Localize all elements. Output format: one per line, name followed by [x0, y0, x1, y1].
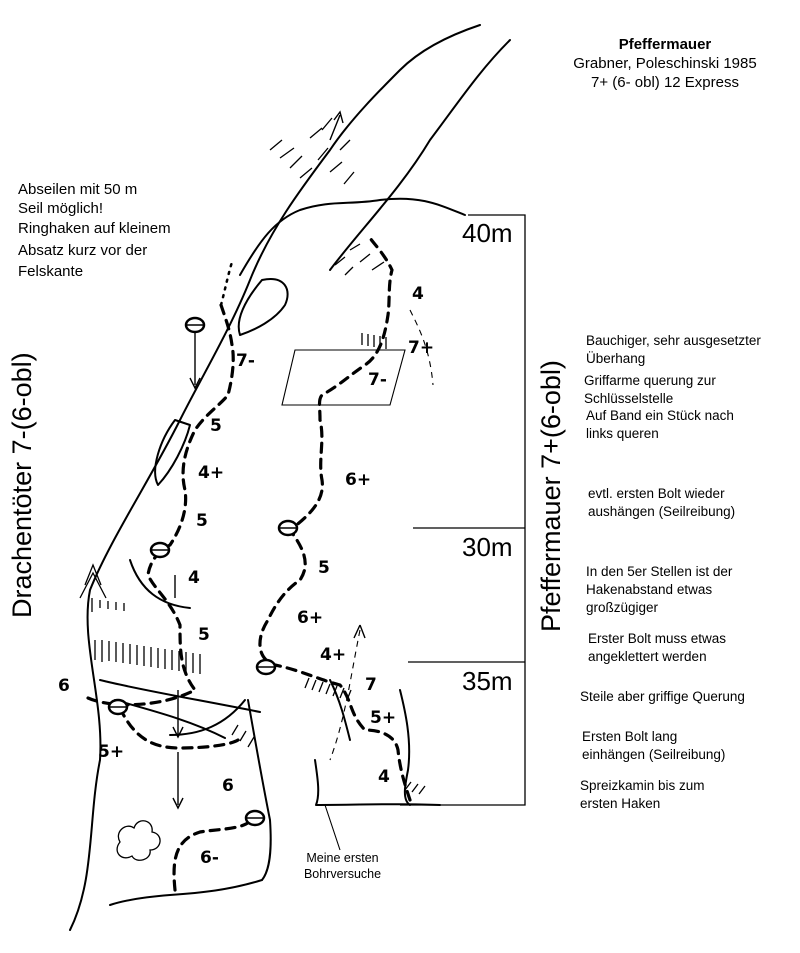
- grade-label: 4: [412, 284, 424, 304]
- grade-label: 6-: [200, 848, 219, 868]
- grade-label: 4+: [198, 463, 224, 483]
- grade-label: 7-: [236, 351, 255, 371]
- route-note-9a: Spreizkamin bis zum: [580, 777, 705, 794]
- rappel-note-line-4: Absatz kurz vor der: [18, 241, 147, 260]
- grade-label: 5: [196, 511, 208, 531]
- grade-label: 7-: [368, 370, 387, 390]
- grade-label: 6+: [345, 470, 371, 490]
- rappel-note-line-1: Abseilen mit 50 m: [18, 180, 137, 199]
- grade-label: 4: [188, 568, 200, 588]
- route-note-5c: großzügiger: [586, 599, 658, 616]
- distance-30m: 30m: [462, 532, 513, 563]
- distance-40m: 40m: [462, 218, 513, 249]
- grade-label: 5: [210, 416, 222, 436]
- grade-label: 5+: [370, 708, 396, 728]
- route-note-6b: angeklettert werden: [588, 648, 707, 665]
- route-note-6a: Erster Bolt muss etwas: [588, 630, 726, 647]
- first-ascent: Grabner, Poleschinski 1985: [520, 55, 800, 72]
- route-drachentoeter-dotted: [221, 262, 232, 305]
- route-note-7: Steile aber griffige Querung: [580, 688, 745, 705]
- rock-outline: [70, 25, 510, 930]
- caption-pointer: [325, 805, 340, 850]
- route-note-5a: In den 5er Stellen ist der: [586, 563, 732, 580]
- arrows: [173, 112, 365, 808]
- route-note-3a: Auf Band ein Stück nach: [586, 407, 734, 424]
- route-note-1b: Überhang: [586, 350, 645, 367]
- grade-label: 7+: [408, 338, 434, 358]
- belay-anchors: [109, 318, 297, 825]
- grade-label: 6: [222, 776, 234, 796]
- anchor-bars: [110, 325, 296, 818]
- route-note-1a: Bauchiger, sehr ausgesetzter: [586, 332, 761, 349]
- route-note-4b: aushängen (Seilreibung): [588, 503, 735, 520]
- route-title: Pfeffermauer: [520, 36, 800, 53]
- grade-label: 5: [318, 558, 330, 578]
- grade-label: 6+: [297, 608, 323, 628]
- rappel-note-line-2: Seil möglich!: [18, 199, 103, 218]
- grade-label: 4: [378, 767, 390, 787]
- route-drachentoeter-line: [88, 305, 255, 890]
- rappel-note-line-5: Felskante: [18, 262, 83, 281]
- route-note-8b: einhängen (Seilreibung): [582, 746, 725, 763]
- route-note-2b: Schlüsselstelle: [584, 390, 673, 407]
- route-note-9b: ersten Haken: [580, 795, 660, 812]
- grade-label: 4+: [320, 645, 346, 665]
- route-name-pfeffermauer: Pfeffermauer 7+(6-obl): [534, 432, 568, 632]
- route-note-3b: links queren: [586, 425, 659, 442]
- grade-label: 6: [58, 676, 70, 696]
- grade-label: 5: [198, 625, 210, 645]
- rappel-note-line-3: Ringhaken auf kleinem: [18, 219, 171, 238]
- grade-label: 7: [365, 675, 377, 695]
- distance-35m: 35m: [462, 666, 513, 697]
- route-note-8a: Ersten Bolt lang: [582, 728, 677, 745]
- route-note-5b: Hakenabstand etwas: [586, 581, 712, 598]
- grade-label: 5+: [98, 742, 124, 762]
- route-grade-summary: 7+ (6- obl) 12 Express: [520, 74, 800, 91]
- caption-line-1: Meine ersten: [285, 850, 400, 866]
- route-note-4a: evtl. ersten Bolt wieder: [588, 485, 725, 502]
- route-name-drachentoeter: Drachentöter 7-(6-obl): [5, 418, 39, 618]
- route-note-2a: Griffarme querung zur: [584, 372, 716, 389]
- caption-line-2: Bohrversuche: [285, 866, 400, 882]
